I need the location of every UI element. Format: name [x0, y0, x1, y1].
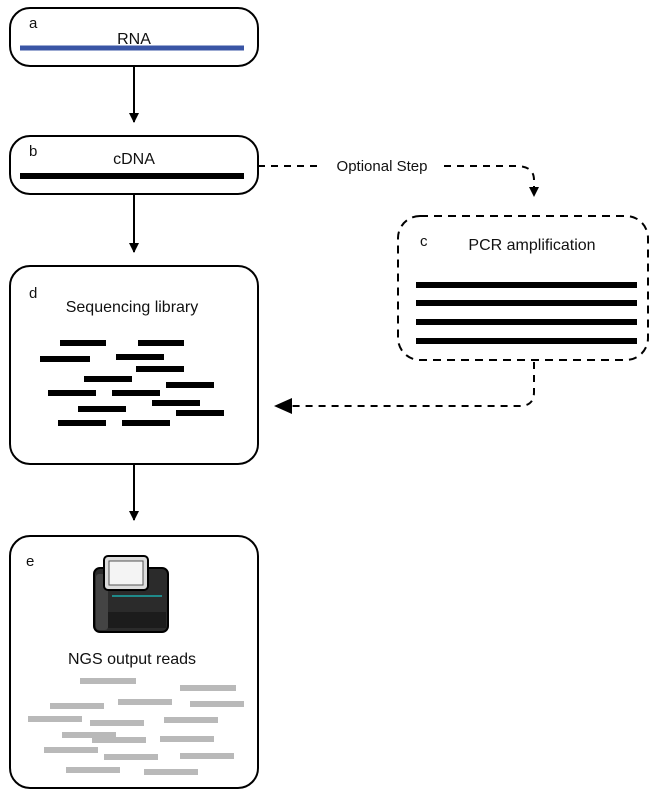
library-fragment: [78, 406, 126, 412]
arrow-pcr-to-library: [288, 362, 535, 407]
optional-step-label: Optional Step: [337, 158, 428, 175]
library-fragment: [60, 340, 106, 346]
library-fragment: [48, 390, 96, 396]
node-ngs-output: e NGS output reads: [9, 535, 259, 789]
library-fragments: [40, 340, 224, 426]
node-pcr: c PCR amplification: [397, 215, 649, 361]
sequence-read: [92, 737, 146, 743]
sequence-read: [80, 678, 136, 684]
sequence-read: [160, 736, 214, 742]
sequence-read: [62, 732, 116, 738]
sequence-read: [66, 767, 120, 773]
output-reads: [28, 678, 244, 775]
sequence-read: [180, 685, 236, 691]
library-fragment: [40, 356, 90, 362]
sequence-read: [180, 753, 234, 759]
node-letter-e: e: [26, 553, 34, 570]
node-title-library: Sequencing library: [66, 299, 199, 316]
node-title-pcr: PCR amplification: [468, 237, 595, 254]
node-letter-b: b: [29, 143, 37, 160]
library-fragment: [138, 340, 184, 346]
pcr-products: [416, 282, 637, 344]
library-fragment: [58, 420, 106, 426]
library-fragment: [122, 420, 170, 426]
sequence-read: [144, 769, 198, 775]
sequence-read: [28, 716, 82, 722]
library-fragment: [166, 382, 214, 388]
sequence-read: [44, 747, 98, 753]
library-fragment: [116, 354, 164, 360]
sequence-read: [104, 754, 158, 760]
arrow-cdna-to-pcr: [444, 165, 539, 197]
node-letter-c: c: [420, 233, 428, 250]
sequence-read: [190, 701, 244, 707]
node-title-cdna: cDNA: [113, 151, 155, 168]
library-fragment: [84, 376, 132, 382]
sequence-read: [164, 717, 218, 723]
sequence-read: [50, 703, 104, 709]
node-sequencing-library: d Sequencing library: [9, 265, 259, 465]
library-fragment: [152, 400, 200, 406]
node-title-rna: RNA: [117, 31, 151, 48]
sequence-read: [90, 720, 144, 726]
node-letter-d: d: [29, 285, 37, 302]
node-cdna: b cDNA: [9, 135, 259, 195]
node-rna: a RNA: [9, 7, 259, 67]
library-fragment: [136, 366, 184, 372]
library-fragment: [176, 410, 224, 416]
library-fragment: [112, 390, 160, 396]
arrow-head-to-library: [274, 398, 292, 414]
node-title-ngs: NGS output reads: [68, 651, 196, 668]
sequencer-machine-icon: [93, 555, 169, 633]
node-letter-a: a: [29, 15, 38, 32]
sequence-read: [118, 699, 172, 705]
